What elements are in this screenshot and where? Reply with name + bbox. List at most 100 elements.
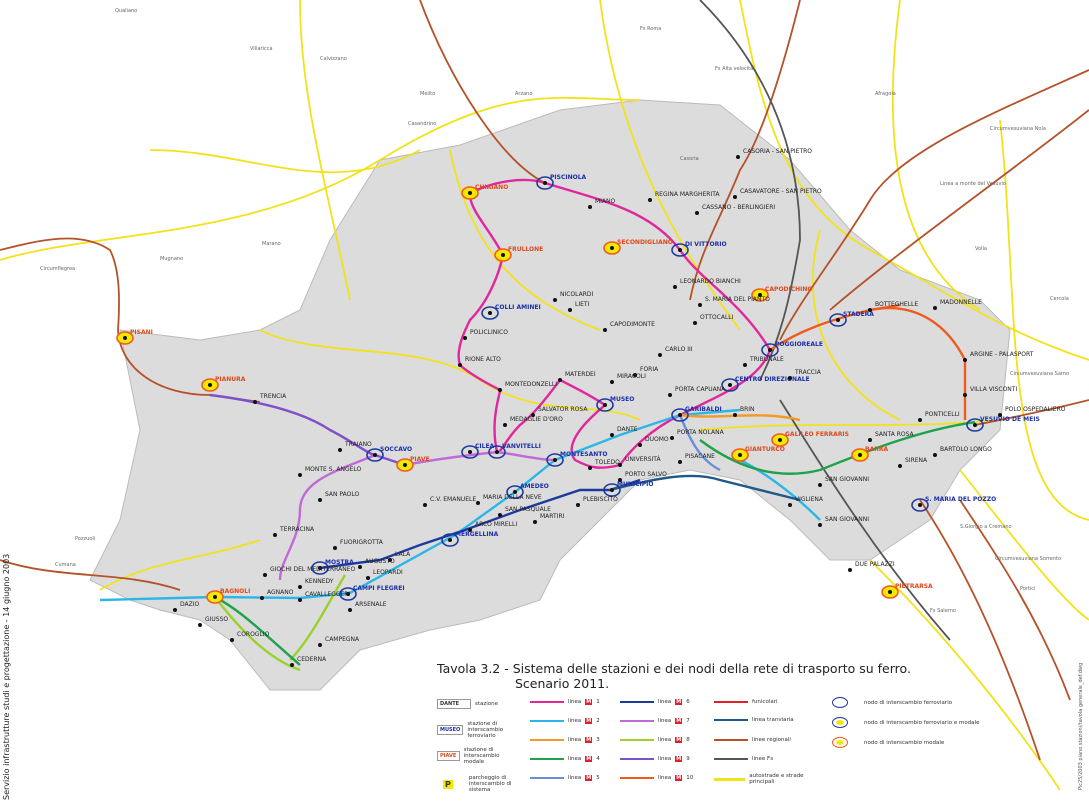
station[interactable]: FRULLONE	[494, 246, 543, 262]
station[interactable]: VESUVIO DE MEIS	[966, 416, 1040, 432]
station[interactable]: CILEA	[461, 443, 495, 459]
station[interactable]: CAPODIMONTE	[603, 321, 655, 332]
station[interactable]: STADERA	[829, 311, 874, 327]
station[interactable]: MONTE S. ANGELO	[298, 466, 362, 477]
station[interactable]: MUSEO	[596, 396, 634, 412]
station[interactable]: PIANURA	[201, 376, 246, 392]
station[interactable]: TRENCIA	[253, 393, 287, 404]
station[interactable]: MONTEDONZELLI	[498, 381, 557, 392]
station[interactable]: GALILEO FERRARIS	[771, 431, 849, 447]
station[interactable]: PORTA NOLANA	[670, 429, 725, 440]
station[interactable]: ARCO MIRELLI	[468, 521, 517, 532]
station[interactable]: SALVATOR ROSA	[531, 406, 588, 417]
station[interactable]: PISCINOLA	[536, 174, 587, 190]
station[interactable]: RIONE ALTO	[458, 356, 501, 367]
station[interactable]: MATERDEI	[558, 371, 596, 382]
station[interactable]: VANVITELLI	[488, 443, 541, 459]
station[interactable]: S. MARIA DEL PIANTO	[698, 296, 770, 307]
station[interactable]: PLEBISCITO	[576, 496, 618, 507]
station[interactable]: PORTA CAPUANA	[668, 386, 726, 397]
station[interactable]: CAPODICHINO	[751, 286, 813, 302]
station[interactable]: MEDAGLIE D'ORO	[503, 416, 563, 427]
station[interactable]: BRIN	[733, 406, 755, 417]
station[interactable]: PIETRARSA	[881, 583, 933, 599]
station[interactable]: PISACANE	[678, 453, 715, 464]
station[interactable]: POGGIOREALE	[761, 341, 823, 357]
station[interactable]: BARRA	[851, 446, 888, 462]
station[interactable]: DI VITTORIO	[671, 241, 727, 257]
station[interactable]: CEDERNA	[290, 656, 327, 667]
station[interactable]: ARSENALE	[348, 601, 387, 612]
station[interactable]: FORIA	[633, 366, 659, 377]
station[interactable]: MOSTRA	[311, 559, 354, 575]
station[interactable]: CAVALLEGGERI	[298, 591, 350, 602]
station[interactable]: DANTE	[610, 426, 638, 437]
station[interactable]: S. MARIA DEL POZZO	[911, 496, 996, 512]
station[interactable]: POLO OSPEDALIERO	[998, 406, 1066, 417]
station[interactable]: AGNANO	[260, 589, 294, 600]
station[interactable]: OTTOCALLI	[693, 314, 734, 325]
station[interactable]: CHIAIANO	[461, 184, 508, 200]
station[interactable]: LIETI	[568, 301, 590, 312]
station[interactable]: AMEDEO	[506, 483, 549, 499]
station[interactable]: PONTICELLI	[918, 411, 960, 422]
station[interactable]: TRACCIA	[788, 369, 822, 380]
station[interactable]: PIAVE	[396, 456, 430, 472]
station[interactable]: COLLI AMINEI	[481, 304, 541, 320]
station[interactable]: MIRACOLI	[610, 373, 646, 384]
station[interactable]: PORTO SALVO	[618, 471, 667, 482]
station[interactable]: LALA	[388, 551, 411, 562]
station[interactable]: GIUSSO	[198, 616, 228, 627]
station[interactable]: TRIBUNALE	[743, 356, 784, 367]
station[interactable]: TOLEDO	[588, 459, 620, 470]
station[interactable]: MIANO	[588, 198, 616, 209]
station[interactable]: COROGLIO	[230, 631, 270, 642]
station[interactable]: MARIA DELLA NEVE	[476, 494, 542, 505]
station[interactable]: SANTA ROSA	[868, 431, 915, 442]
station[interactable]: DAZIO	[173, 601, 199, 612]
station[interactable]: CARLO III	[658, 346, 693, 357]
station[interactable]: CASSANO - BERLINGIERI	[695, 204, 775, 215]
station[interactable]: CAMPEGNA	[318, 636, 360, 647]
station[interactable]: MUNICIPIO	[603, 481, 653, 497]
station[interactable]: PISANI	[116, 329, 153, 345]
station[interactable]: FUORIGROTTA	[333, 539, 384, 550]
station[interactable]: CASAVATORE - SAN PIETRO	[733, 188, 822, 199]
station[interactable]: SAN PAOLO	[318, 491, 360, 502]
station[interactable]: C.V. EMANUELE	[423, 496, 476, 507]
station[interactable]: POLICLINICO	[463, 329, 508, 340]
station[interactable]: VILLA VISCONTI	[963, 386, 1017, 397]
station[interactable]: KENNEDY	[298, 578, 334, 589]
station[interactable]: SAN GIOVANNI	[818, 516, 869, 527]
station[interactable]: REGINA MARGHERITA	[648, 191, 720, 202]
station[interactable]: BAGNOLI	[206, 588, 250, 604]
station[interactable]: DUE PALAZZI	[848, 561, 895, 572]
station[interactable]: MADONNELLE	[933, 299, 982, 310]
station[interactable]: SAN GIOVANNI	[818, 476, 869, 487]
station[interactable]: SIRENA	[898, 457, 928, 468]
station[interactable]: AUGUSTO	[358, 558, 395, 569]
station[interactable]: ARGINE - PALASPORT	[963, 351, 1034, 362]
station[interactable]: DUOMO	[638, 436, 669, 447]
station[interactable]: CENTRO DIREZIONALE	[721, 376, 810, 392]
station[interactable]: SECONDIGLIANO	[603, 239, 673, 255]
station[interactable]: SOCCAVO	[366, 446, 412, 462]
station[interactable]: MERGELLINA	[441, 531, 499, 547]
station[interactable]: NICOLARDI	[553, 291, 594, 302]
station[interactable]: MONTESANTO	[546, 451, 607, 467]
station[interactable]: LEOPARDI	[366, 569, 403, 580]
station[interactable]: GARIBALDI	[671, 406, 722, 422]
station[interactable]: UNIVERSITÀ	[618, 456, 661, 467]
station[interactable]: CASORIA - SAN PIETRO	[736, 148, 812, 159]
station[interactable]: MARTIRI	[533, 513, 565, 524]
station[interactable]: BOTTEGHELLE	[868, 301, 918, 312]
station[interactable]: BARTOLO LONGO	[933, 446, 992, 457]
station[interactable]: LEONARDO BIANCHI	[673, 278, 741, 289]
station[interactable]: CAMPI FLEGREI	[339, 585, 405, 601]
station[interactable]: VIGLIENA	[788, 496, 824, 507]
station[interactable]: TRAIANO	[338, 441, 372, 452]
station[interactable]: TERRACINA	[273, 526, 315, 537]
station[interactable]: SAN PASQUALE	[498, 506, 551, 517]
station[interactable]: GIOCHI DEL MEDITERRANEO	[263, 566, 355, 577]
station[interactable]: GIANTURCO	[731, 446, 785, 462]
